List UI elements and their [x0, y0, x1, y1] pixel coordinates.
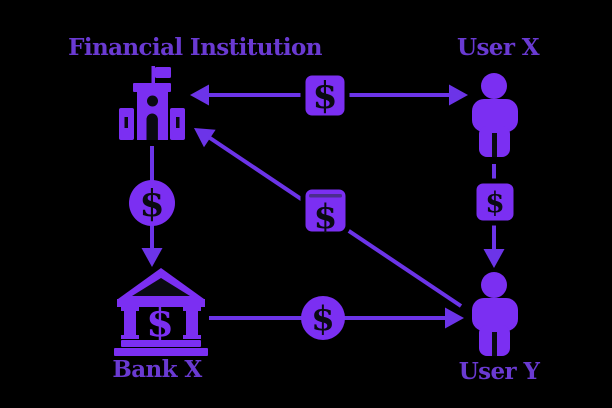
flag-pole	[151, 66, 155, 88]
door-arch	[146, 113, 158, 140]
person-icon	[472, 73, 518, 157]
badge-circle	[129, 180, 175, 226]
left-column-base	[121, 335, 139, 339]
bank-entablature	[117, 299, 205, 307]
dollar-badge-right: $	[471, 178, 519, 226]
arrowhead-down	[483, 249, 505, 268]
dollar-badge-left: $	[129, 180, 175, 226]
tower-cap	[133, 83, 171, 92]
bank-pediment-inner	[132, 278, 190, 296]
badge-rounded-square	[300, 184, 351, 237]
node-bank-x: $ Bank X	[112, 268, 208, 383]
dollar-sign: $	[139, 183, 164, 225]
person-icon	[472, 272, 518, 356]
arrowhead-right	[445, 307, 464, 329]
person-leg-gap	[492, 332, 497, 356]
tower-window	[147, 95, 158, 107]
arrowhead-right	[449, 84, 468, 106]
badge-rounded-square	[300, 70, 350, 121]
flag	[155, 67, 171, 78]
left-column-cap	[121, 307, 139, 311]
person-leg-gap	[492, 133, 497, 157]
person-torso	[472, 298, 518, 331]
dollar-badge-top: $	[300, 70, 350, 121]
person-torso	[472, 99, 518, 132]
left-column	[124, 311, 136, 336]
arrowhead-upleft	[194, 128, 216, 148]
right-column-cap	[183, 307, 201, 311]
node-label: Bank X	[112, 356, 202, 383]
bank-step-lower	[114, 348, 208, 356]
bank-dollar-sign: $	[146, 299, 174, 346]
person-head	[481, 73, 507, 99]
node-label: Financial Institution	[68, 34, 323, 61]
badge-slot-line	[309, 194, 342, 198]
badge-circle	[301, 296, 345, 340]
dollar-badge-bottom: $	[301, 296, 345, 340]
right-column-base	[183, 335, 201, 339]
arrowhead-down	[141, 248, 163, 267]
right-wing-window	[176, 117, 180, 128]
node-financial-institution: Financial Institution	[68, 34, 323, 140]
bank-building-icon: $	[114, 268, 208, 356]
dollar-sign: $	[311, 299, 335, 339]
institution-building-icon	[119, 66, 185, 140]
left-wing-window	[124, 117, 128, 128]
person-head	[481, 272, 507, 298]
badge-rounded-square	[471, 178, 519, 226]
dollar-sign: $	[312, 75, 337, 117]
arrowhead-left	[190, 84, 209, 106]
node-user-y: User Y	[459, 272, 541, 385]
bank-step-upper	[121, 340, 201, 347]
dollar-sign: $	[314, 197, 338, 237]
dollar-badge-center: $	[300, 184, 351, 237]
node-label: User Y	[459, 358, 541, 385]
node-label: User X	[457, 34, 540, 61]
right-column	[186, 311, 198, 336]
node-user-x: User X	[457, 34, 540, 157]
dollar-sign: $	[485, 186, 504, 219]
